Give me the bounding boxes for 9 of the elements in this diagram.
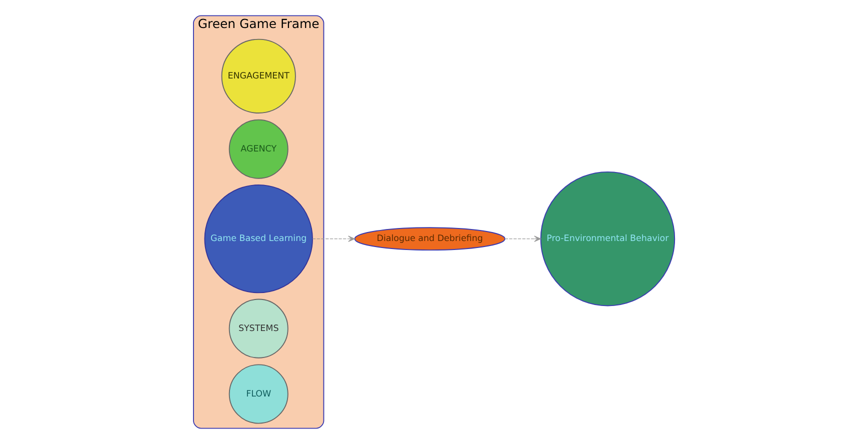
node-circle: ENGAGEMENT [221, 38, 296, 114]
node-circle: AGENCY [228, 119, 288, 179]
node-ellipse: Dialogue and Debriefing [354, 227, 506, 251]
node-circle: Pro-Environmental Behavior [540, 171, 676, 306]
node-circle: FLOW [228, 364, 288, 424]
arrow [504, 236, 541, 242]
node-circle: Game Based Learning [204, 184, 313, 294]
node-circle: SYSTEMS [228, 298, 288, 358]
arrow [312, 236, 355, 242]
